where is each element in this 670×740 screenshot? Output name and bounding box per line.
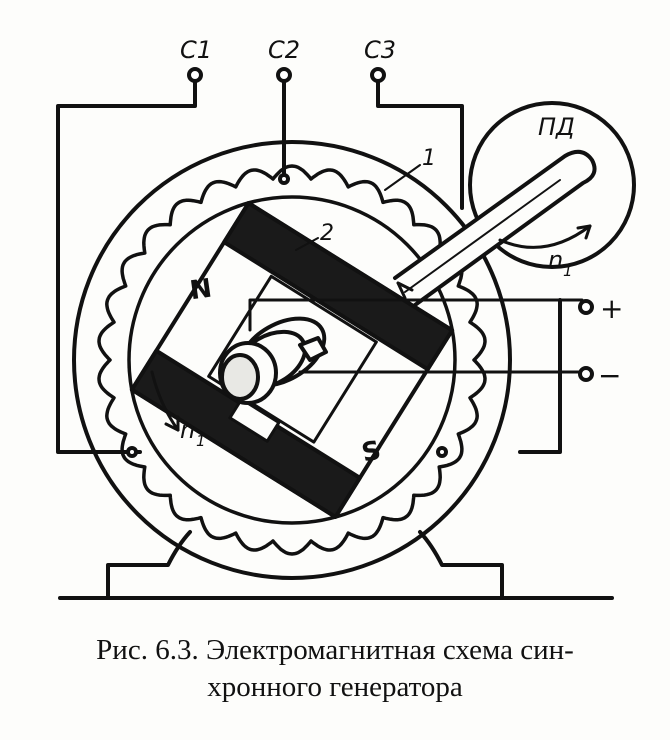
- terminal-dot-c3: [370, 67, 386, 83]
- stator-bore-circle: [127, 195, 457, 525]
- terminal-label-c1: C1: [180, 36, 212, 64]
- figure-caption: Рис. 6.3. Электромагнитная схема син- хр…: [0, 632, 670, 706]
- winding-tap-top: [278, 173, 290, 185]
- motor-rotation-arrow: [498, 224, 592, 249]
- stator-outer-circle: [72, 140, 512, 580]
- rotor-rotation-arrow: [150, 370, 180, 432]
- stator-number-label: 1: [422, 146, 436, 171]
- stator-frame: [56, 80, 464, 454]
- winding-tap-left: [126, 446, 138, 458]
- winding-tap-right: [436, 446, 448, 458]
- leader-rotor: [295, 237, 319, 251]
- rotor-speed-label: n: [180, 416, 195, 444]
- minus-label: −: [598, 359, 621, 392]
- stator-frame-right: [518, 298, 562, 454]
- rotor-number-label: 2: [320, 221, 334, 246]
- base-foot: [58, 530, 614, 600]
- caption-line-2: хронного генератора: [207, 671, 463, 703]
- terminal-label-c2: C2: [268, 36, 300, 64]
- slip-rings: [218, 316, 328, 405]
- motor-speed-sub: 1: [563, 262, 573, 280]
- stator-winding: [97, 164, 487, 556]
- terminal-dot-c1: [187, 67, 203, 83]
- motor-shaft: [393, 149, 597, 307]
- generator-diagram: C1 C2 C3 1 2 ПД n 1 n 1 N S + −: [56, 36, 636, 600]
- motor-speed-label: n: [548, 246, 563, 274]
- rotor-speed-sub: 1: [196, 432, 206, 450]
- motor-label: ПД: [538, 113, 575, 141]
- rotor-pole-n-band: [222, 201, 455, 372]
- rotor-arrow-up: [396, 281, 414, 300]
- lead-plus: [248, 298, 584, 332]
- caption-line-1: Рис. 6.3. Электромагнитная схема син-: [96, 634, 574, 666]
- leader-stator: [384, 164, 421, 191]
- terminal-label-c3: C3: [364, 36, 396, 64]
- terminal-minus: [578, 366, 594, 382]
- plus-label: +: [600, 292, 623, 325]
- terminal-plus: [578, 299, 594, 315]
- pole-n-label: N: [188, 274, 214, 307]
- terminal-dot-c2: [276, 67, 292, 83]
